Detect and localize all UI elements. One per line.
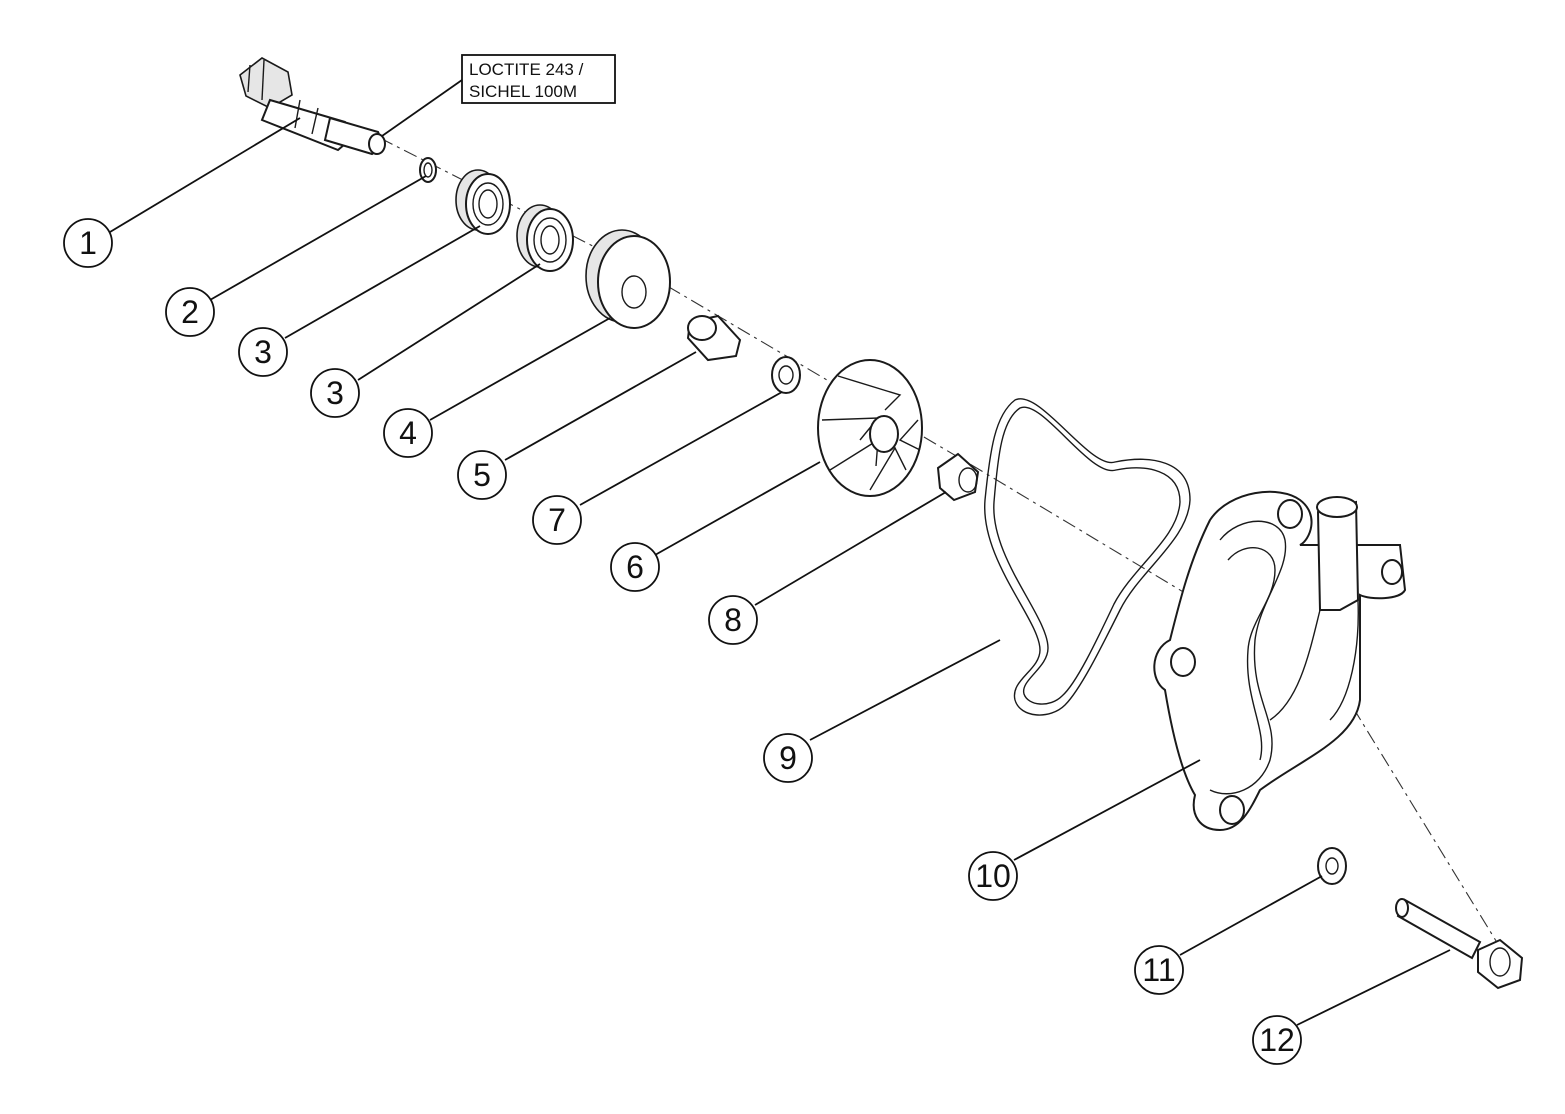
part-cap-nut [936,452,980,502]
svg-text:8: 8 [724,602,742,638]
svg-text:12: 12 [1259,1022,1295,1058]
note-line-2: SICHEL 100M [469,82,577,101]
callout-3a: 3 [238,327,288,377]
svg-text:11: 11 [1142,952,1175,988]
callout-12: 12 [1252,1015,1302,1065]
callout-5: 5 [457,450,507,500]
part-sealing-washer [1317,847,1347,885]
part-pump-cover [1153,490,1407,832]
callout-2: 2 [165,287,215,337]
part-bearing-2 [516,204,574,272]
callout-11: 11 [1134,945,1184,995]
part-impeller [817,359,923,497]
part-o-ring-small [419,157,437,183]
part-shaft [239,57,386,156]
loctite-note: LOCTITE 243 / SICHEL 100M [381,54,616,137]
part-washer [771,356,801,394]
callout-10: 10 [968,851,1018,901]
assembly-axis [379,137,1521,981]
svg-text:6: 6 [626,549,644,585]
svg-text:3: 3 [254,334,272,370]
part-bearing-1 [455,169,511,235]
svg-text:7: 7 [548,502,566,538]
leader-lines [109,117,1451,1026]
part-bolt [1395,898,1524,990]
svg-text:1: 1 [79,225,97,261]
part-spacer-sleeve [686,314,742,362]
note-line-1: LOCTITE 243 / [469,60,584,79]
svg-text:2: 2 [181,294,199,330]
callout-bubbles: 1 2 3 3 4 5 7 6 [63,218,1302,1065]
svg-text:3: 3 [326,375,344,411]
svg-text:4: 4 [399,415,417,451]
callout-1: 1 [63,218,113,268]
callout-9: 9 [763,733,813,783]
callout-4: 4 [383,408,433,458]
svg-text:9: 9 [779,740,797,776]
part-shaft-seal [585,229,671,329]
part-gasket [984,398,1191,716]
callout-8: 8 [708,595,758,645]
svg-text:5: 5 [473,457,491,493]
svg-text:10: 10 [975,858,1011,894]
callout-3b: 3 [310,368,360,418]
callout-6: 6 [610,542,660,592]
callout-7: 7 [532,495,582,545]
